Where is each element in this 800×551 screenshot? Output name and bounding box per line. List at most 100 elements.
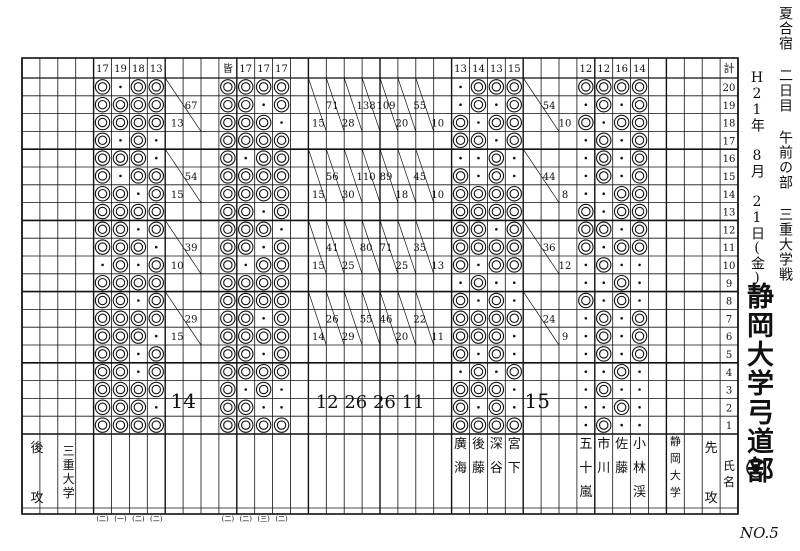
hit-mark — [613, 79, 630, 95]
hit-mark-inner — [241, 82, 251, 92]
hit-mark-inner — [241, 171, 251, 181]
side-number: 8 — [562, 190, 568, 201]
hit-mark — [631, 185, 648, 202]
hit-mark-inner — [151, 420, 162, 430]
hit-mark-inner — [634, 171, 645, 181]
hit-mark-inner — [97, 224, 108, 235]
miss-mark — [512, 174, 516, 178]
hit-mark — [112, 114, 129, 131]
hit-mark — [470, 96, 487, 113]
hit-mark-inner — [223, 349, 233, 359]
tally-diagonal — [361, 149, 381, 203]
hit-mark-inner — [616, 277, 627, 288]
team-name: 大 — [63, 472, 75, 486]
tally-number: 10 — [431, 190, 444, 201]
tally-diagonal — [397, 220, 417, 274]
hit-mark-inner — [133, 242, 144, 252]
hit-mark — [613, 203, 630, 220]
hit-mark — [631, 203, 648, 220]
hit-mark — [112, 381, 129, 398]
hit-mark-inner — [97, 188, 108, 199]
tally-number: 55 — [360, 314, 373, 325]
hit-mark-inner — [509, 366, 519, 377]
shot-number: 17 — [723, 136, 736, 147]
hit-mark — [94, 79, 111, 95]
hit-mark-inner — [241, 295, 251, 306]
tally-number: 56 — [326, 172, 339, 183]
hit-mark-inner — [473, 99, 484, 110]
hit-mark — [255, 79, 272, 95]
order-mark: (二) — [132, 515, 145, 523]
team-name: 学 — [670, 485, 681, 499]
hit-mark-inner — [115, 331, 126, 341]
hit-mark — [488, 79, 505, 95]
hit-mark — [220, 79, 236, 95]
hit-mark-inner — [97, 277, 108, 288]
miss-mark — [620, 139, 623, 142]
tally-number: 80 — [360, 243, 373, 254]
hit-mark-inner — [276, 188, 287, 199]
hit-mark — [148, 203, 165, 220]
club-name: 静岡大学弓道部 — [742, 282, 773, 485]
member-name: 廣 — [454, 437, 467, 452]
hit-mark — [148, 168, 165, 184]
miss-mark — [512, 388, 516, 391]
hit-mark-inner — [455, 171, 466, 181]
hit-mark-inner — [473, 331, 484, 341]
miss-mark — [477, 406, 480, 409]
label-saki: 先 — [705, 441, 718, 456]
hit-mark-inner — [97, 153, 108, 163]
label-ato: 後 — [30, 441, 43, 456]
hit-mark-inner — [133, 277, 144, 288]
shot-number: 9 — [726, 279, 732, 290]
tally-diagonal — [325, 291, 345, 346]
hit-mark-inner — [151, 188, 162, 199]
label-saki: 攻 — [705, 491, 718, 506]
miss-mark — [512, 156, 516, 160]
hit-mark-inner — [581, 82, 591, 92]
hit-mark — [148, 185, 165, 202]
hit-mark-inner — [133, 206, 144, 217]
tally-number: 35 — [413, 243, 426, 254]
miss-mark — [512, 406, 516, 409]
miss-mark — [119, 174, 122, 178]
hit-mark-inner — [509, 206, 519, 217]
hit-mark-inner — [258, 224, 269, 235]
hit-mark — [578, 79, 594, 95]
hit-mark-inner — [133, 99, 144, 110]
member-total: 19 — [114, 64, 127, 75]
miss-mark — [620, 423, 623, 427]
hit-mark — [488, 310, 505, 327]
miss-mark — [602, 406, 606, 409]
hit-mark — [578, 114, 594, 131]
hit-mark — [220, 114, 236, 131]
member-total: 17 — [275, 64, 288, 75]
order-mark: (二) — [240, 515, 253, 523]
team-name: 学 — [63, 485, 75, 500]
hit-mark — [94, 346, 111, 362]
hit-mark-inner — [97, 366, 108, 377]
hit-mark — [470, 274, 487, 291]
miss-mark — [584, 156, 588, 160]
hit-mark-inner — [276, 349, 287, 359]
hit-mark — [238, 239, 254, 255]
hit-mark-inner — [598, 99, 609, 110]
label-shimei: 名 — [723, 474, 735, 489]
hit-mark-inner — [598, 313, 609, 324]
team-name: 岡 — [670, 452, 681, 465]
hit-mark — [595, 221, 612, 238]
shot-number: 18 — [723, 119, 736, 130]
tally-diagonal — [361, 220, 381, 274]
tally-diagonal — [415, 149, 435, 203]
hit-mark-inner — [223, 171, 233, 181]
miss-mark — [584, 174, 588, 178]
miss-mark — [620, 334, 623, 338]
side-number: 67 — [185, 101, 198, 112]
hit-mark-inner — [133, 135, 144, 146]
hit-mark — [452, 239, 469, 255]
hit-mark — [238, 79, 254, 95]
hit-mark — [94, 363, 111, 380]
hit-mark-inner — [509, 99, 519, 110]
hit-mark — [578, 203, 594, 220]
tally-number: 15 — [312, 190, 325, 201]
